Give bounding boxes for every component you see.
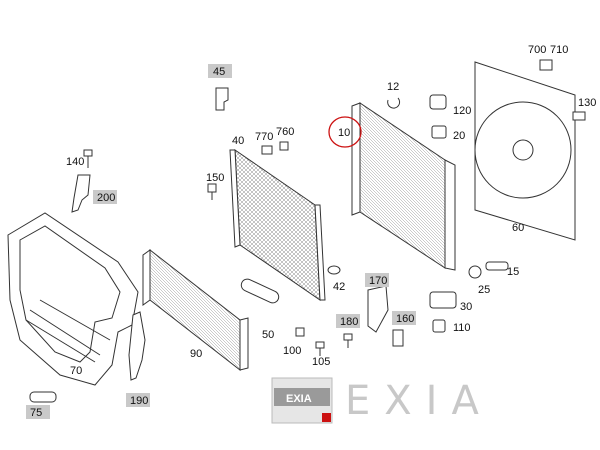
label-part-90: 90	[190, 348, 202, 360]
label-part-40: 40	[232, 135, 244, 147]
label-part-190: 190	[130, 395, 148, 407]
cap-part-120	[429, 94, 447, 110]
bolt-part-180	[343, 333, 353, 348]
condenser-part-40	[229, 149, 326, 301]
label-part-60: 60	[512, 222, 524, 234]
label-part-75: 75	[30, 407, 42, 419]
cap-part-20	[431, 125, 447, 139]
label-part-140: 140	[66, 156, 84, 168]
foam-part-75	[29, 391, 57, 403]
label-part-120: 120	[453, 105, 471, 117]
radiator-part-10	[351, 102, 456, 271]
bracket-part-160	[392, 329, 404, 347]
label-part-170: 170	[369, 275, 387, 287]
label-part-150: 150	[206, 172, 224, 184]
logo-wordmark: EXIA	[345, 378, 493, 424]
drier-part-50	[240, 278, 280, 304]
bracket-part-170	[367, 285, 389, 333]
seal-part-25	[468, 265, 482, 279]
label-part-70: 70	[70, 365, 82, 377]
logo-badge-text: EXIA	[286, 393, 312, 405]
label-part-20: 20	[453, 130, 465, 142]
valve-part-30	[429, 291, 457, 309]
bracket-part-190	[128, 311, 146, 381]
label-part-45: 45	[213, 66, 225, 78]
label-part-180: 180	[340, 316, 358, 328]
bolt-part-130	[572, 111, 586, 121]
bracket-part-200	[71, 174, 91, 213]
label-part-25: 25	[478, 284, 490, 296]
label-part-50: 50	[262, 329, 274, 341]
cap-part-110	[432, 319, 446, 333]
label-part-110: 110	[453, 322, 471, 334]
bolt-part-105	[315, 341, 325, 356]
highlight-ring-part-10	[328, 116, 362, 148]
bolt-part-100	[295, 327, 305, 337]
label-part-15: 15	[507, 266, 519, 278]
label-part-12: 12	[387, 81, 399, 93]
label-part-30: 30	[460, 301, 472, 313]
label-part-200: 200	[97, 192, 115, 204]
exia-logo: EXIA EXIA	[271, 377, 493, 424]
clip-part-45	[215, 87, 229, 111]
label-part-130: 130	[578, 97, 596, 109]
front-bumper-cover-part-70	[7, 212, 139, 386]
label-part-760: 760	[276, 126, 294, 138]
label-part-42: 42	[333, 281, 345, 293]
radiator-part-90	[142, 248, 249, 372]
washer-part-42	[327, 265, 341, 275]
label-part-100: 100	[283, 345, 301, 357]
clip-part-12	[387, 97, 401, 109]
label-part-700: 700	[528, 44, 546, 56]
label-part-770: 770	[255, 131, 273, 143]
label-part-710: 710	[550, 44, 568, 56]
label-part-160: 160	[396, 313, 414, 325]
bolt-part-140	[83, 149, 93, 168]
label-part-105: 105	[312, 356, 330, 368]
fan-motor-part-700	[539, 59, 553, 71]
fitting-part-760	[279, 141, 289, 151]
fan-shroud-part-60	[474, 61, 576, 241]
sensor-part-15	[485, 261, 509, 271]
label-part-10: 10	[338, 127, 350, 139]
fitting-part-770	[261, 145, 273, 155]
bolt-part-150	[207, 183, 217, 200]
